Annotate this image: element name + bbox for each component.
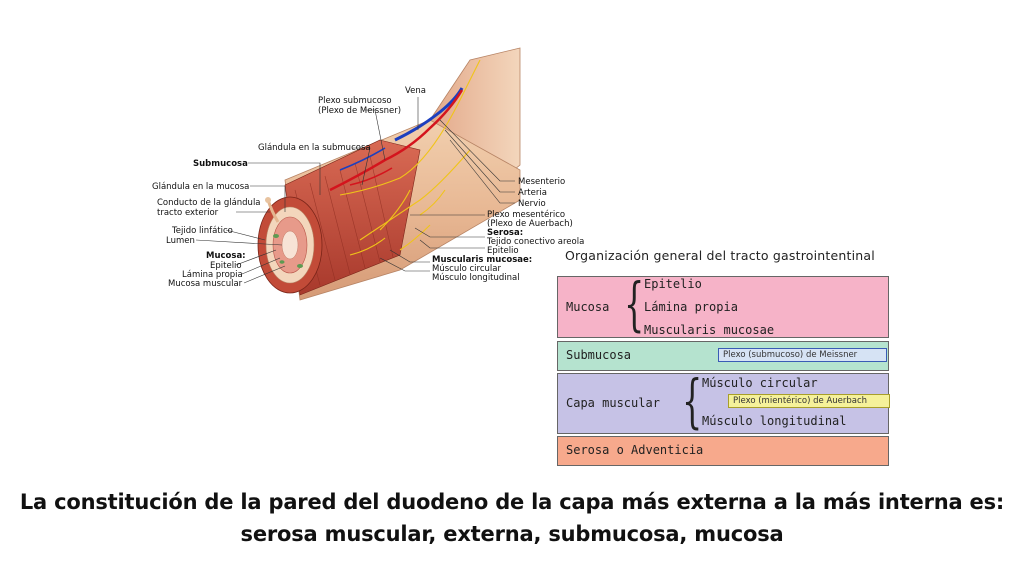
mucosa-item-muscularis-mucosae: Muscularis mucosae: [644, 323, 775, 337]
label-conducto-1: Conducto de la glándula: [157, 198, 261, 208]
caption-line-1: La constitución de la pared del duodeno …: [19, 490, 1005, 514]
label-glandula-mucosa: Glándula en la mucosa: [152, 182, 250, 192]
label-plexo-mesenterico: Plexo mesentérico: [487, 210, 566, 220]
label-plexo-meissner: (Plexo de Meissner): [318, 106, 402, 116]
mucosa-item-lamina-propia: Lámina propia: [644, 300, 738, 314]
mucosa-brace: {: [624, 270, 645, 338]
label-tejido-linfatico: Tejido linfático: [172, 226, 233, 236]
label-conducto-2: tracto exterior: [157, 208, 219, 218]
label-mucosa: Mucosa:: [206, 251, 246, 261]
artery: [329, 89, 464, 192]
label-arteria: Arteria: [518, 188, 547, 198]
label-vena: Vena: [405, 86, 426, 96]
meissner-tag: Plexo (submucoso) de Meissner: [718, 348, 887, 362]
vein: [394, 87, 464, 142]
label-tejido-conectivo: Tejido conectivo areola: [487, 237, 585, 247]
label-muscularis-mucosae: Muscularis mucosae:: [432, 255, 533, 265]
label-serosa: Serosa:: [487, 228, 524, 238]
label-epitelio-right: Epitelio: [487, 246, 519, 256]
submucosa-label: Submucosa: [566, 348, 632, 362]
label-musculo-circular: Músculo circular: [432, 264, 501, 274]
label-mesenterio: Mesenterio: [518, 177, 566, 187]
label-nervio: Nervio: [518, 199, 546, 209]
label-epitelio-left: Epitelio: [210, 261, 242, 271]
capa-muscular-box: Capa muscular { Músculo circular Plexo (…: [557, 367, 890, 435]
mucosa-box: Mucosa { Epitelio Lámina propia Muscular…: [557, 270, 889, 338]
label-glandula-submucosa: Glándula en la submucosa: [258, 143, 371, 153]
label-lumen: Lumen: [166, 236, 195, 246]
capa-muscular-brace: {: [682, 367, 703, 435]
label-plexo-auerbach: (Plexo de Auerbach): [487, 219, 573, 229]
label-mucosa-muscular: Mucosa muscular: [168, 279, 243, 289]
serosa-box: Serosa o Adventicia: [557, 436, 889, 466]
auerbach-tag: Plexo (mientérico) de Auerbach: [728, 394, 890, 408]
organization-title: Organización general del tracto gastroin…: [565, 248, 875, 263]
label-plexo-submucoso: Plexo submucoso: [318, 96, 392, 106]
label-lamina-propia: Lámina propia: [182, 270, 243, 280]
serosa-label: Serosa o Adventicia: [566, 443, 704, 457]
label-submucosa: Submucosa: [193, 159, 248, 169]
lumen-shape: [281, 230, 299, 260]
capa-item-musculo-longitudinal: Músculo longitudinal: [702, 414, 847, 428]
capa-item-musculo-circular: Músculo circular: [702, 376, 818, 390]
submucosa-box: Submucosa Plexo (submucoso) de Meissner: [557, 341, 889, 371]
mucosa-item-epitelio: Epitelio: [644, 277, 702, 291]
capa-muscular-label: Capa muscular: [566, 396, 660, 410]
mucosa-label: Mucosa: [566, 300, 610, 314]
label-musculo-longitudinal: Músculo longitudinal: [432, 273, 520, 283]
caption-line-2: serosa muscular, externa, submucosa, muc…: [240, 522, 784, 546]
